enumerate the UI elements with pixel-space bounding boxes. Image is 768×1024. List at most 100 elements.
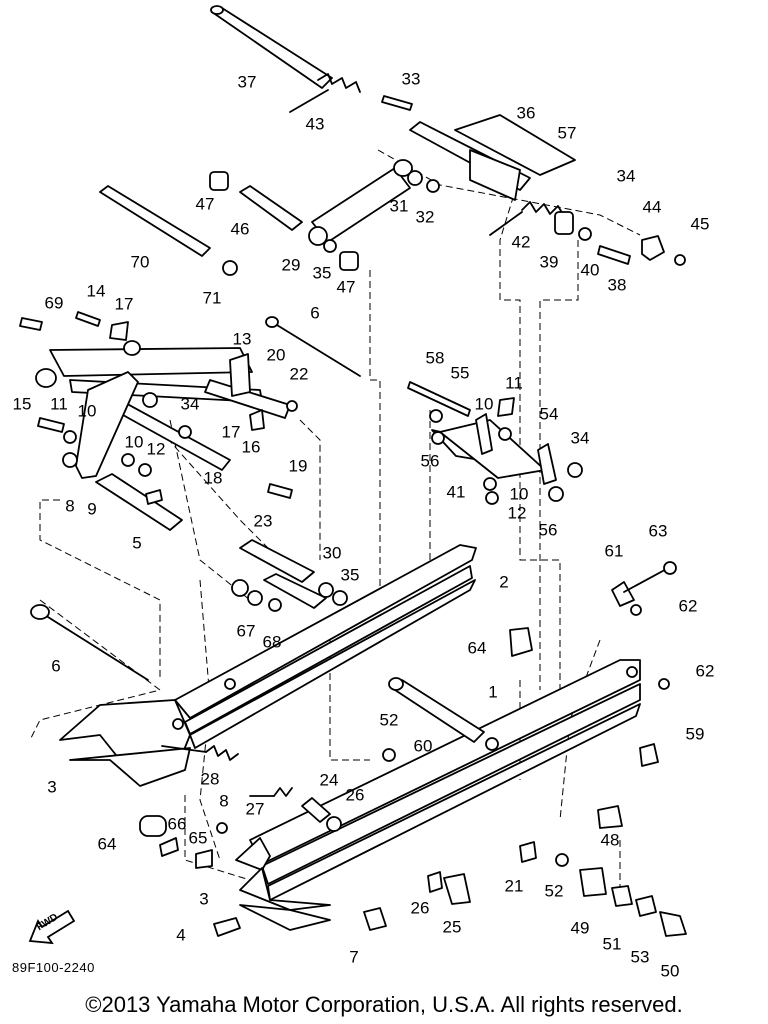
callout-10-right-top: 10 xyxy=(474,394,494,414)
callout-42: 42 xyxy=(511,232,531,252)
callout-30: 30 xyxy=(322,543,342,563)
callout-44: 44 xyxy=(642,197,662,217)
callout-16: 16 xyxy=(241,437,261,457)
callout-58: 58 xyxy=(425,348,445,368)
callout-7: 7 xyxy=(349,947,359,967)
callout-28: 28 xyxy=(200,769,220,789)
callout-54: 54 xyxy=(539,404,559,424)
callout-3-bottom: 3 xyxy=(199,889,209,909)
callout-62-top: 62 xyxy=(678,596,698,616)
callout-53: 53 xyxy=(630,947,650,967)
callout-10-left: 10 xyxy=(77,401,97,421)
callout-24: 24 xyxy=(319,770,339,790)
callout-65: 65 xyxy=(188,828,208,848)
callout-34-top: 34 xyxy=(616,166,636,186)
callout-35-mid: 35 xyxy=(340,565,360,585)
diagram-code: 89F100-2240 xyxy=(12,960,95,975)
callout-20: 20 xyxy=(266,345,286,365)
callout-45: 45 xyxy=(690,214,710,234)
spring-27 xyxy=(249,787,293,797)
callout-29: 29 xyxy=(281,255,301,275)
callout-18: 18 xyxy=(203,468,223,488)
callout-22: 22 xyxy=(289,364,309,384)
lower-small-parts xyxy=(139,561,687,937)
callout-35-top: 35 xyxy=(312,263,332,283)
callout-11-right: 11 xyxy=(505,373,523,393)
callout-21: 21 xyxy=(504,876,524,896)
callout-64-right: 64 xyxy=(467,638,487,658)
callout-1: 1 xyxy=(488,682,498,702)
spring-28 xyxy=(161,745,239,761)
callout-46: 46 xyxy=(230,219,250,239)
long-bolt-6-upper xyxy=(265,316,361,377)
rear-arm-assembly xyxy=(407,381,583,505)
callout-9: 9 xyxy=(87,499,97,519)
callout-4: 4 xyxy=(176,925,186,945)
callout-12-left: 12 xyxy=(146,439,166,459)
callout-33: 33 xyxy=(401,69,421,89)
callout-3-top: 3 xyxy=(47,777,57,797)
callout-13: 13 xyxy=(232,329,252,349)
callout-63: 63 xyxy=(648,521,668,541)
spring-43 xyxy=(289,73,361,113)
callout-62-bottom: 62 xyxy=(695,661,715,681)
callout-37: 37 xyxy=(237,72,257,92)
callout-34-right: 34 xyxy=(570,428,590,448)
callout-66: 66 xyxy=(167,814,187,834)
callout-32: 32 xyxy=(415,207,435,227)
callout-27: 27 xyxy=(245,799,265,819)
callout-19: 19 xyxy=(288,456,308,476)
callout-47-top: 47 xyxy=(195,194,215,214)
bushings-top xyxy=(209,95,686,276)
upper-arm-36 xyxy=(409,114,576,201)
callout-43: 43 xyxy=(305,114,325,134)
callout-64-left: 64 xyxy=(97,834,117,854)
callout-56-bottom: 56 xyxy=(538,520,558,540)
middle-rods xyxy=(231,539,348,612)
callout-40: 40 xyxy=(580,260,600,280)
long-bolt-6-lower xyxy=(30,604,149,681)
rod-70 xyxy=(99,185,211,257)
callout-11-left: 11 xyxy=(50,394,68,414)
rod-5 xyxy=(95,473,183,531)
callout-36: 36 xyxy=(516,103,536,123)
fwd-arrow-icon xyxy=(28,909,76,945)
callout-10-left-low: 10 xyxy=(124,432,144,452)
callout-17-top: 17 xyxy=(114,294,134,314)
callout-10-right-low: 10 xyxy=(509,484,529,504)
callout-67: 67 xyxy=(236,621,256,641)
callout-6-bottom: 6 xyxy=(51,656,61,676)
callout-6-top: 6 xyxy=(310,303,320,323)
shaft-37 xyxy=(210,5,333,89)
callout-71: 71 xyxy=(202,288,222,308)
callout-52-top: 52 xyxy=(379,710,399,730)
callout-60: 60 xyxy=(413,736,433,756)
callout-8-top: 8 xyxy=(65,496,75,516)
callout-70: 70 xyxy=(130,252,150,272)
callout-25: 25 xyxy=(442,917,462,937)
callout-50: 50 xyxy=(660,961,680,981)
callout-52-bottom: 52 xyxy=(544,881,564,901)
callout-59: 59 xyxy=(685,724,705,744)
callout-14: 14 xyxy=(86,281,106,301)
callout-26-bottom: 26 xyxy=(410,898,430,918)
slide-rail-1 xyxy=(235,659,641,931)
callout-47-mid: 47 xyxy=(336,277,356,297)
callout-39: 39 xyxy=(539,252,559,272)
callout-49: 49 xyxy=(570,918,590,938)
shaft-60 xyxy=(388,677,485,743)
callout-23: 23 xyxy=(253,511,273,531)
callout-34-left: 34 xyxy=(180,394,200,414)
callout-48: 48 xyxy=(600,830,620,850)
callout-69: 69 xyxy=(44,293,64,313)
callout-56-top: 56 xyxy=(420,451,440,471)
callout-2: 2 xyxy=(499,572,509,592)
rod-46 xyxy=(239,185,303,231)
spring-42 xyxy=(489,201,565,236)
slide-rail-2 xyxy=(59,544,477,787)
callout-31: 31 xyxy=(389,196,409,216)
callout-57: 57 xyxy=(557,123,577,143)
front-arm-assembly xyxy=(19,311,298,499)
